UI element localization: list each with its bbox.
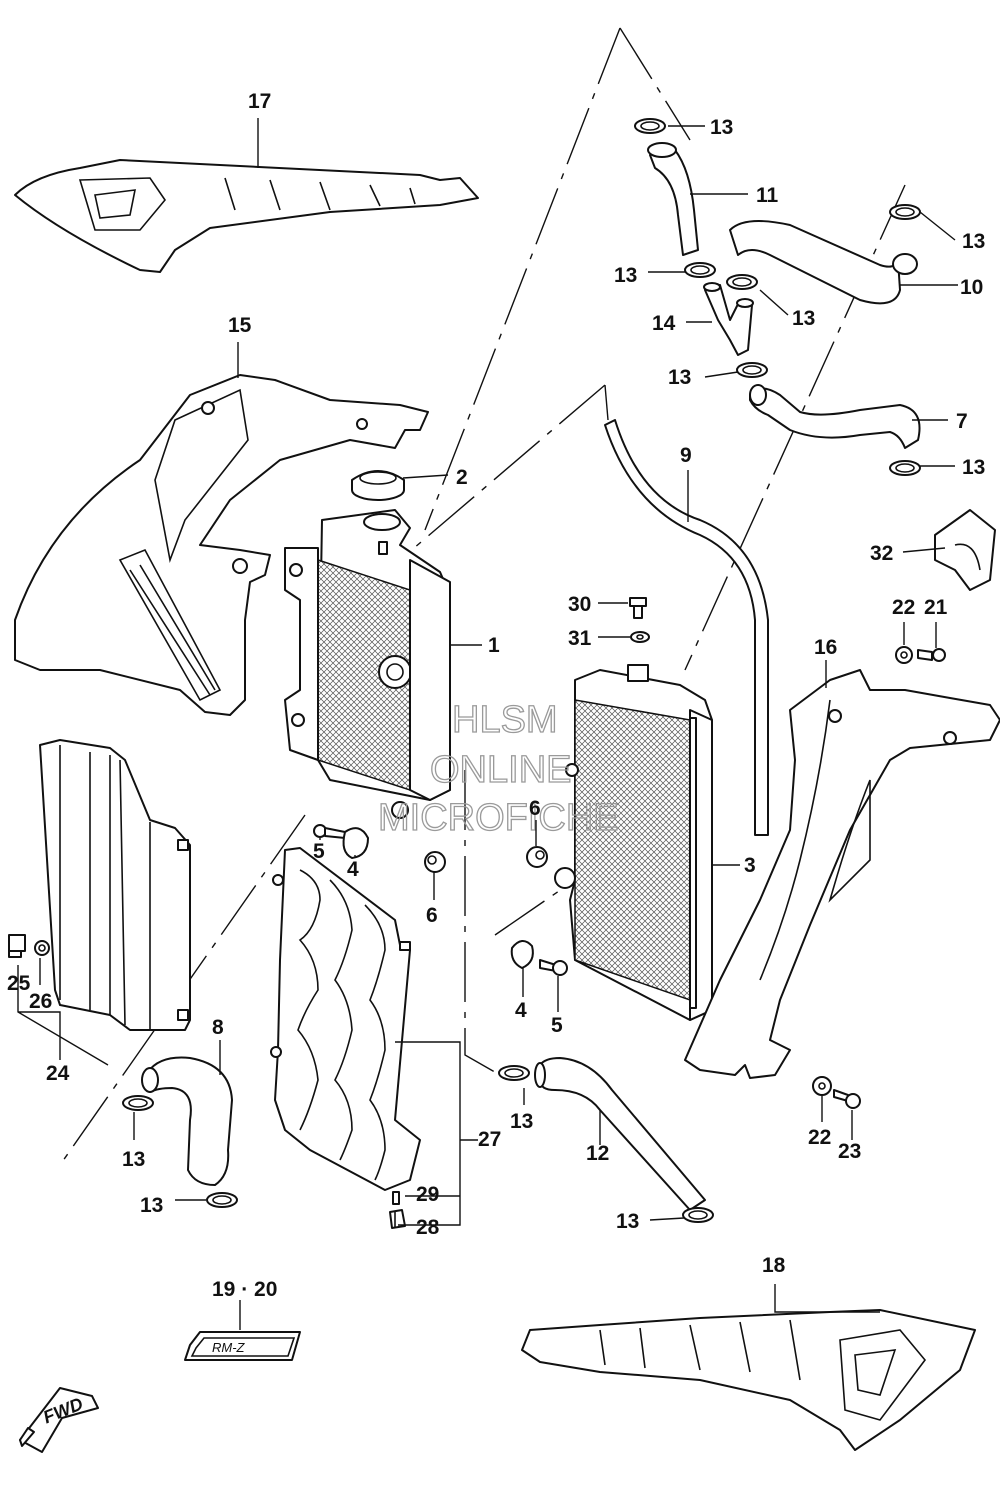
- mount-grommet-left[interactable]: [342, 827, 369, 859]
- callout-6-left: 6: [426, 904, 438, 927]
- callout-2: 2: [456, 466, 468, 489]
- hose-clamp[interactable]: [498, 1065, 530, 1081]
- mount-bolt-left[interactable]: [313, 824, 346, 839]
- callout-4-left: 4: [347, 858, 359, 881]
- watermark: HLSM ONLINE MICROFICHE: [377, 698, 619, 839]
- callout-13-i: 13: [510, 1110, 533, 1133]
- hose-mid-7[interactable]: [749, 384, 921, 449]
- callout-4-right: 4: [515, 999, 527, 1022]
- radiator-cap[interactable]: [351, 470, 405, 501]
- y-joint[interactable]: [703, 282, 754, 356]
- watermark-line-2: ONLINE: [430, 749, 571, 791]
- callout-29: 29: [416, 1183, 439, 1206]
- vent-washer[interactable]: [630, 631, 650, 643]
- callout-13-f: 13: [962, 456, 985, 479]
- callout-17: 17: [248, 90, 271, 113]
- fwd-arrow-icon: FWD: [19, 1387, 99, 1453]
- callout-5-right: 5: [551, 1014, 563, 1037]
- emblem-text: RM-Z: [212, 1340, 246, 1355]
- callout-24: 24: [46, 1062, 70, 1085]
- hose-clamp[interactable]: [634, 118, 666, 134]
- callout-13-a: 13: [710, 116, 733, 139]
- hose-clamp[interactable]: [682, 1207, 714, 1223]
- callout-13-b: 13: [962, 230, 985, 253]
- callout-19-20: 19 · 20: [212, 1278, 277, 1301]
- callout-30: 30: [568, 593, 591, 616]
- guard-nut[interactable]: [34, 940, 50, 956]
- callout-1: 1: [488, 634, 500, 657]
- hose-bracket[interactable]: [934, 509, 996, 591]
- callout-numbers: 17 15 2 1 3 5 4 6 6 4 5 13 11 13 10 13 1…: [7, 90, 985, 1301]
- callout-3: 3: [744, 854, 756, 877]
- radiator-guard-right[interactable]: [270, 847, 421, 1191]
- callout-13-j: 13: [616, 1210, 639, 1233]
- radiator-shroud-left[interactable]: [14, 374, 429, 716]
- mount-collar-right[interactable]: [526, 846, 548, 868]
- callout-5-left: 5: [313, 840, 325, 863]
- callout-21: 21: [924, 596, 948, 619]
- watermark-line-1: HLSM: [452, 699, 558, 741]
- callout-26: 26: [29, 990, 52, 1013]
- shroud-washer-top[interactable]: [895, 646, 913, 664]
- rmz-emblem[interactable]: RM-Z: [184, 1331, 301, 1361]
- callout-22-bottom: 22: [808, 1126, 831, 1149]
- callout-13-d: 13: [792, 307, 815, 330]
- guard-bolt[interactable]: [392, 1191, 400, 1205]
- callout-12: 12: [586, 1142, 609, 1165]
- callout-28: 28: [416, 1216, 440, 1239]
- callout-8: 8: [212, 1016, 224, 1039]
- callout-9: 9: [680, 444, 692, 467]
- callout-13-h: 13: [140, 1194, 163, 1217]
- callout-23: 23: [838, 1140, 861, 1163]
- hose-clamp[interactable]: [122, 1095, 154, 1111]
- callout-11: 11: [756, 184, 779, 207]
- hose-clamp[interactable]: [726, 274, 758, 290]
- callout-22-top: 22: [892, 596, 915, 619]
- callout-13-g: 13: [122, 1148, 145, 1171]
- hose-upper-10[interactable]: [729, 220, 918, 305]
- radiator-left[interactable]: [284, 509, 451, 819]
- callout-10: 10: [960, 276, 983, 299]
- mount-collar-left[interactable]: [424, 851, 446, 873]
- callout-14: 14: [652, 312, 676, 335]
- callout-32: 32: [870, 542, 893, 565]
- hose-upper-11[interactable]: [647, 142, 699, 256]
- mount-bolt-right[interactable]: [539, 959, 568, 976]
- hose-clamp[interactable]: [684, 262, 716, 278]
- guard-clip[interactable]: [8, 934, 26, 958]
- callout-13-c: 13: [614, 264, 637, 287]
- callout-15: 15: [228, 314, 252, 337]
- callout-25: 25: [7, 972, 31, 995]
- callout-27: 27: [478, 1128, 501, 1151]
- hose-clamp[interactable]: [736, 362, 768, 378]
- hose-clamp[interactable]: [889, 460, 921, 476]
- radiator-guard-left[interactable]: [39, 739, 191, 1031]
- leader-lines: [17, 118, 958, 1330]
- hose-lower-right[interactable]: [534, 1057, 706, 1211]
- hose-clamp[interactable]: [889, 204, 921, 220]
- overflow-tube[interactable]: [604, 419, 769, 836]
- shroud-bolt-top[interactable]: [917, 648, 946, 662]
- shroud-decal-right[interactable]: [521, 1309, 976, 1451]
- shroud-washer-bottom[interactable]: [812, 1076, 832, 1096]
- callout-7: 7: [956, 410, 968, 433]
- vent-bolt[interactable]: [629, 597, 647, 619]
- watermark-line-3: MICROFICHE: [378, 797, 619, 839]
- callout-18: 18: [762, 1254, 786, 1277]
- hose-clamp[interactable]: [206, 1192, 238, 1208]
- shroud-decal-left[interactable]: [14, 159, 479, 273]
- callout-13-e: 13: [668, 366, 691, 389]
- shroud-bolt-bottom[interactable]: [833, 1089, 861, 1109]
- radiator-right[interactable]: [554, 664, 713, 1021]
- callout-6-right: 6: [529, 797, 541, 820]
- callout-16: 16: [814, 636, 837, 659]
- hose-lower-left[interactable]: [141, 1056, 233, 1186]
- callout-31: 31: [568, 627, 592, 650]
- guard-clip-small[interactable]: [389, 1209, 406, 1229]
- mount-grommet-right[interactable]: [510, 940, 534, 969]
- radiator-shroud-right[interactable]: [684, 669, 1000, 1079]
